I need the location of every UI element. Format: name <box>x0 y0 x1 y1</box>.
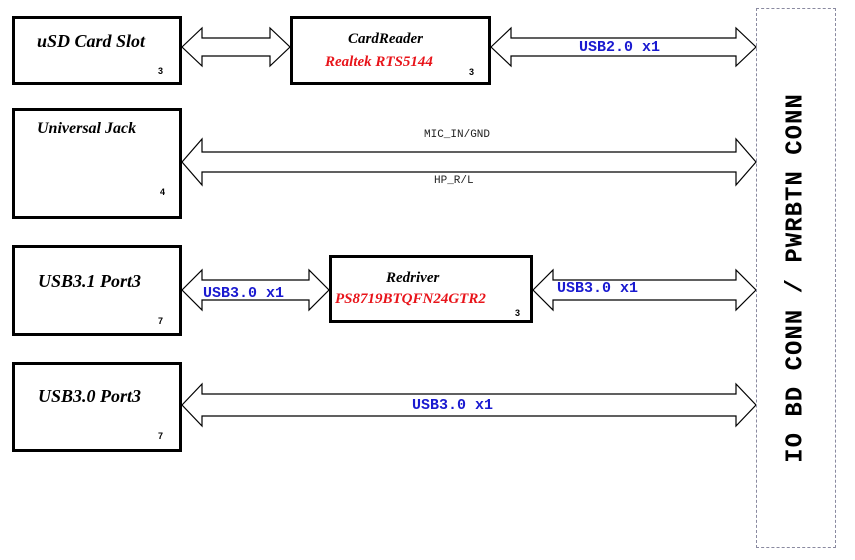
usd-title: uSD Card Slot <box>37 31 146 51</box>
universal-jack-block: Universal Jack 4 <box>12 108 182 219</box>
connector-label: IO BD CONN / PWRBTN CONN <box>782 93 810 463</box>
redriver-block: Redriver PS8719BTQFN24GTR2 3 <box>329 255 533 323</box>
usb30-page: 7 <box>158 431 164 441</box>
jack-page: 4 <box>160 187 166 197</box>
redriver-title: Redriver <box>386 270 440 286</box>
usb31-page: 7 <box>158 316 164 326</box>
redriver-page: 3 <box>515 308 521 318</box>
bus-label-usb3-right: USB3.0 x1 <box>557 280 639 297</box>
usb30-title: USB3.0 Port3 <box>38 386 142 406</box>
cardreader-page: 3 <box>469 67 475 77</box>
usb31-port3-block: USB3.1 Port3 7 <box>12 245 182 336</box>
io-board-connector <box>756 8 836 548</box>
usb30-port3-block: USB3.0 Port3 7 <box>12 362 182 452</box>
redriver-part: PS8719BTQFN24GTR2 <box>335 291 486 307</box>
cardreader-part: Realtek RTS5144 <box>325 54 433 70</box>
arrow-usd-cardreader <box>181 26 291 68</box>
jack-title: Universal Jack <box>37 120 137 137</box>
bus-label-hp: HP_R/L <box>434 175 474 187</box>
bus-label-usb3-left: USB3.0 x1 <box>203 285 285 302</box>
usd-page: 3 <box>158 66 164 76</box>
bus-label-usb3-port: USB3.0 x1 <box>412 397 494 414</box>
cardreader-title: CardReader <box>348 31 423 47</box>
usb31-title: USB3.1 Port3 <box>38 271 142 291</box>
bus-label-usb2: USB2.0 x1 <box>579 39 661 56</box>
usd-card-slot-block: uSD Card Slot 3 <box>12 16 182 85</box>
cardreader-block: CardReader Realtek RTS5144 3 <box>290 16 491 85</box>
bus-label-mic: MIC_IN/GND <box>424 129 491 141</box>
